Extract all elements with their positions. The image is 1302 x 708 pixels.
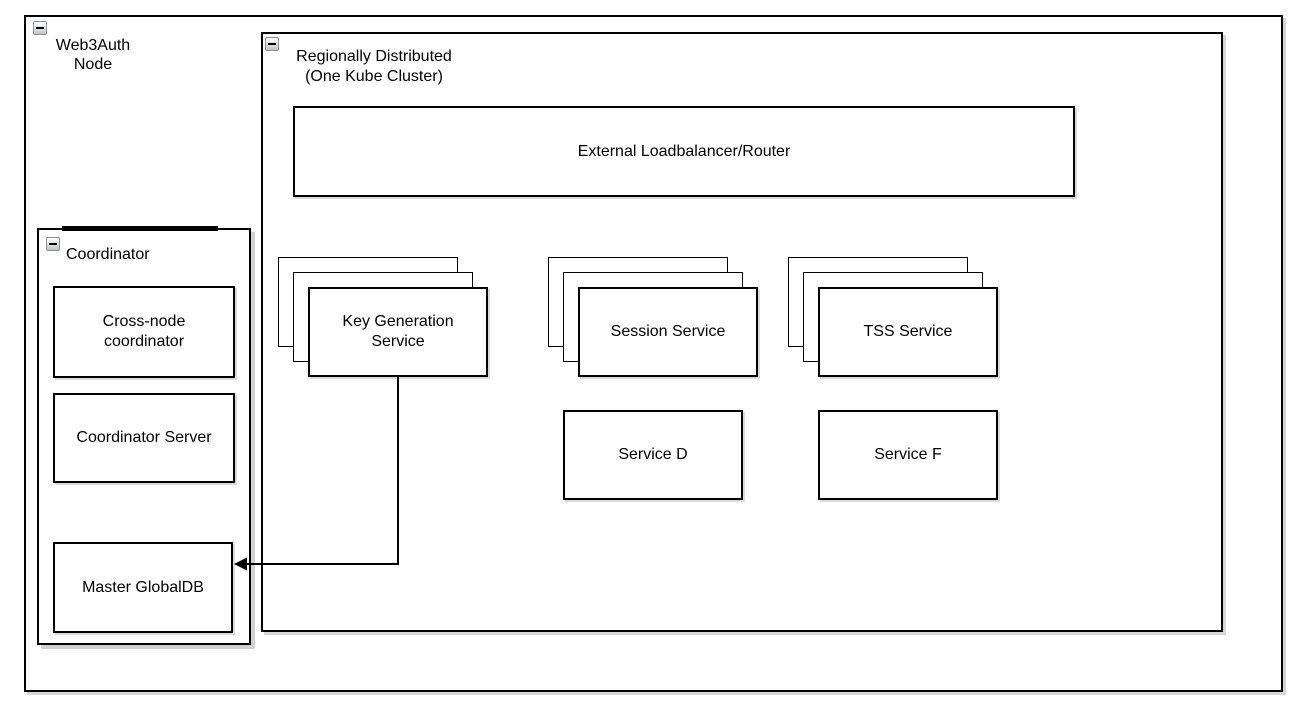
node-label: Cross-node coordinator — [103, 312, 186, 352]
node-label: Master GlobalDB — [82, 578, 204, 596]
node-label: Service F — [874, 446, 942, 463]
collapse-minus-icon[interactable] — [33, 21, 47, 35]
group-label-coordinator: Coordinator — [66, 246, 186, 264]
collapse-minus-icon[interactable] — [265, 37, 279, 51]
node-label: External Loadbalancer/Router — [577, 142, 791, 160]
coordinator-top-border-accent — [62, 226, 218, 231]
node-cross-node-coordinator: Cross-node coordinator — [53, 286, 235, 378]
node-label-line: Cross-node — [102, 313, 186, 330]
node-label-line: coordinator — [103, 333, 185, 350]
node-coordinator-server: Coordinator Server — [53, 393, 235, 483]
node-service-f: Service F — [818, 410, 998, 500]
group-label-regionally-distributed: Regionally Distributed (One Kube Cluster… — [288, 47, 460, 87]
group-label-line: Node — [73, 56, 113, 73]
node-session-service: Session Service — [578, 287, 758, 377]
node-label: Service D — [618, 446, 688, 463]
node-label: Coordinator Server — [76, 429, 212, 446]
node-service-d: Service D — [563, 410, 743, 500]
node-label-line: Key Generation — [342, 313, 454, 330]
node-label: TSS Service — [863, 323, 953, 340]
group-label-web3auth-node: Web3Auth Node — [35, 36, 151, 74]
node-key-generation-service: Key Generation Service — [308, 287, 488, 377]
group-label-line: Web3Auth — [55, 37, 131, 54]
node-label-line: Service — [371, 333, 425, 350]
node-label: Key Generation Service — [342, 312, 453, 352]
node-label: Session Service — [610, 323, 726, 340]
group-label-line: Coordinator — [66, 246, 150, 263]
node-master-globaldb: Master GlobalDB — [53, 542, 233, 633]
node-external-loadbalancer: External Loadbalancer/Router — [293, 106, 1075, 197]
collapse-minus-icon[interactable] — [46, 237, 60, 251]
group-label-line: Regionally Distributed — [296, 48, 452, 65]
node-tss-service: TSS Service — [818, 287, 998, 377]
group-label-line: (One Kube Cluster) — [305, 68, 443, 85]
